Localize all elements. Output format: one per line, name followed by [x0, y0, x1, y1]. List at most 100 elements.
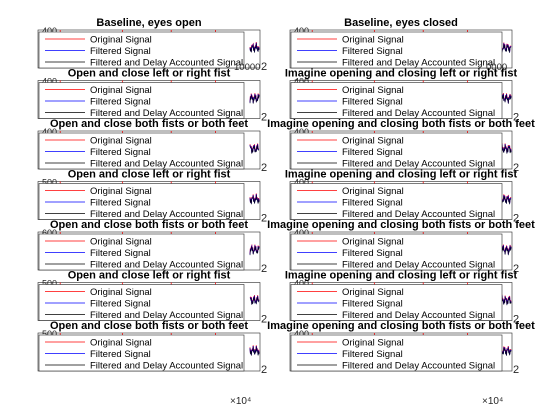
- legend-label: Filtered Signal: [342, 46, 403, 57]
- series-line: [249, 43, 260, 53]
- series-line: [249, 194, 260, 205]
- subplot-title: Imagine opening and closing both fists o…: [267, 320, 535, 332]
- series-line: [501, 144, 512, 154]
- subplot-title: Imagine opening and closing left or righ…: [285, 169, 518, 181]
- legend-label: Original Signal: [90, 237, 152, 248]
- series-line: [249, 94, 260, 104]
- legend-label: Filtered Signal: [90, 46, 151, 57]
- legend-label: Filtered Signal: [90, 147, 151, 158]
- series-line: [501, 347, 512, 356]
- series-line: [249, 346, 260, 356]
- legend-label: Filtered and Delay Accounted Signal: [90, 260, 243, 271]
- legend-label: Filtered Signal: [90, 349, 151, 360]
- legend-label: Filtered and Delay Accounted Signal: [90, 159, 243, 170]
- legend-label: Filtered Signal: [342, 198, 403, 209]
- legend-label: Filtered Signal: [342, 147, 403, 158]
- legend-label: Original Signal: [342, 85, 404, 96]
- series-line: [501, 43, 512, 53]
- subplot-title: Open and close left or right fist: [68, 270, 231, 282]
- xtick-label: 2: [261, 162, 267, 174]
- xtick-label: 0000: [486, 62, 507, 73]
- xtick-label: 2: [261, 213, 267, 225]
- series-line: [249, 296, 260, 305]
- ytick-label: 400: [294, 279, 309, 289]
- legend-label: Filtered Signal: [342, 248, 403, 259]
- legend-label: Filtered and Delay Accounted Signal: [342, 108, 495, 119]
- ytick-label: 400: [42, 26, 57, 36]
- legend-label: Filtered and Delay Accounted Signal: [342, 361, 495, 372]
- legend-label: Original Signal: [342, 237, 404, 248]
- legend-label: Filtered Signal: [90, 198, 151, 209]
- legend-box: [38, 233, 245, 271]
- legend-label: Filtered Signal: [90, 299, 151, 310]
- xtick-label: 2: [513, 162, 519, 174]
- legend-label: Filtered and Delay Accounted Signal: [90, 58, 243, 69]
- subplot-title: Imagine opening and closing both fists o…: [267, 219, 535, 231]
- ytick-label: 600: [42, 228, 57, 238]
- ytick-label: 400: [294, 228, 309, 238]
- subplot-title: Imagine opening and closing left or righ…: [285, 68, 518, 80]
- series-line: [501, 295, 512, 306]
- legend-label: Filtered and Delay Accounted Signal: [342, 159, 495, 170]
- legend-label: Filtered Signal: [90, 97, 151, 108]
- legend-label: Original Signal: [90, 287, 152, 298]
- subplot-title: Open and close both fists or both feet: [50, 320, 248, 332]
- legend-label: Filtered Signal: [342, 97, 403, 108]
- legend-label: Original Signal: [342, 35, 404, 46]
- series-line: [501, 195, 512, 205]
- ytick-label: 400: [294, 329, 309, 339]
- legend-label: Original Signal: [342, 338, 404, 349]
- xtick-label: 2: [261, 263, 267, 275]
- xtick-label: 2: [261, 314, 267, 326]
- legend-label: Filtered Signal: [342, 349, 403, 360]
- ytick-label: 400: [294, 77, 309, 87]
- ytick-label: 400: [42, 77, 57, 87]
- legend-label: Filtered Signal: [342, 299, 403, 310]
- xtick-label: 2: [513, 213, 519, 225]
- x-exponent-label: ×10⁴: [230, 396, 251, 407]
- legend-label: Filtered and Delay Accounted Signal: [90, 310, 243, 321]
- legend-label: Original Signal: [90, 85, 152, 96]
- ytick-label: 400: [294, 127, 309, 137]
- legend-label: Filtered and Delay Accounted Signal: [342, 209, 495, 220]
- ytick-label: 400: [294, 26, 309, 36]
- legend-label: Original Signal: [90, 35, 152, 46]
- subplot-title: Imagine opening and closing left or righ…: [285, 270, 518, 282]
- subplot-title: Baseline, eyes closed: [344, 17, 458, 29]
- legend-label: Original Signal: [90, 186, 152, 197]
- legend-label: Filtered and Delay Accounted Signal: [342, 260, 495, 271]
- subplot-title: Baseline, eyes open: [96, 17, 201, 29]
- xtick-label: 2: [513, 263, 519, 275]
- series-line: [249, 144, 260, 154]
- subplot-title: Open and close left or right fist: [68, 169, 231, 181]
- legend-label: Original Signal: [342, 136, 404, 147]
- legend-label: Filtered and Delay Accounted Signal: [90, 108, 243, 119]
- xtick-label: 2: [513, 364, 519, 376]
- subplot-title: Open and close left or right fist: [68, 68, 231, 80]
- legend-label: Filtered and Delay Accounted Signal: [90, 209, 243, 220]
- legend-label: Filtered Signal: [90, 248, 151, 259]
- ytick-label: 400: [42, 127, 57, 137]
- legend-label: Original Signal: [342, 287, 404, 298]
- legend-label: Original Signal: [90, 136, 152, 147]
- legend-label: Filtered and Delay Accounted Signal: [342, 310, 495, 321]
- series-line: [501, 94, 512, 104]
- subplot-title: Open and close both fists or both feet: [50, 118, 248, 130]
- subplot-title: Imagine opening and closing both fists o…: [267, 118, 535, 130]
- subplot-title: Open and close both fists or both feet: [50, 219, 248, 231]
- ytick-label: 500: [42, 279, 57, 289]
